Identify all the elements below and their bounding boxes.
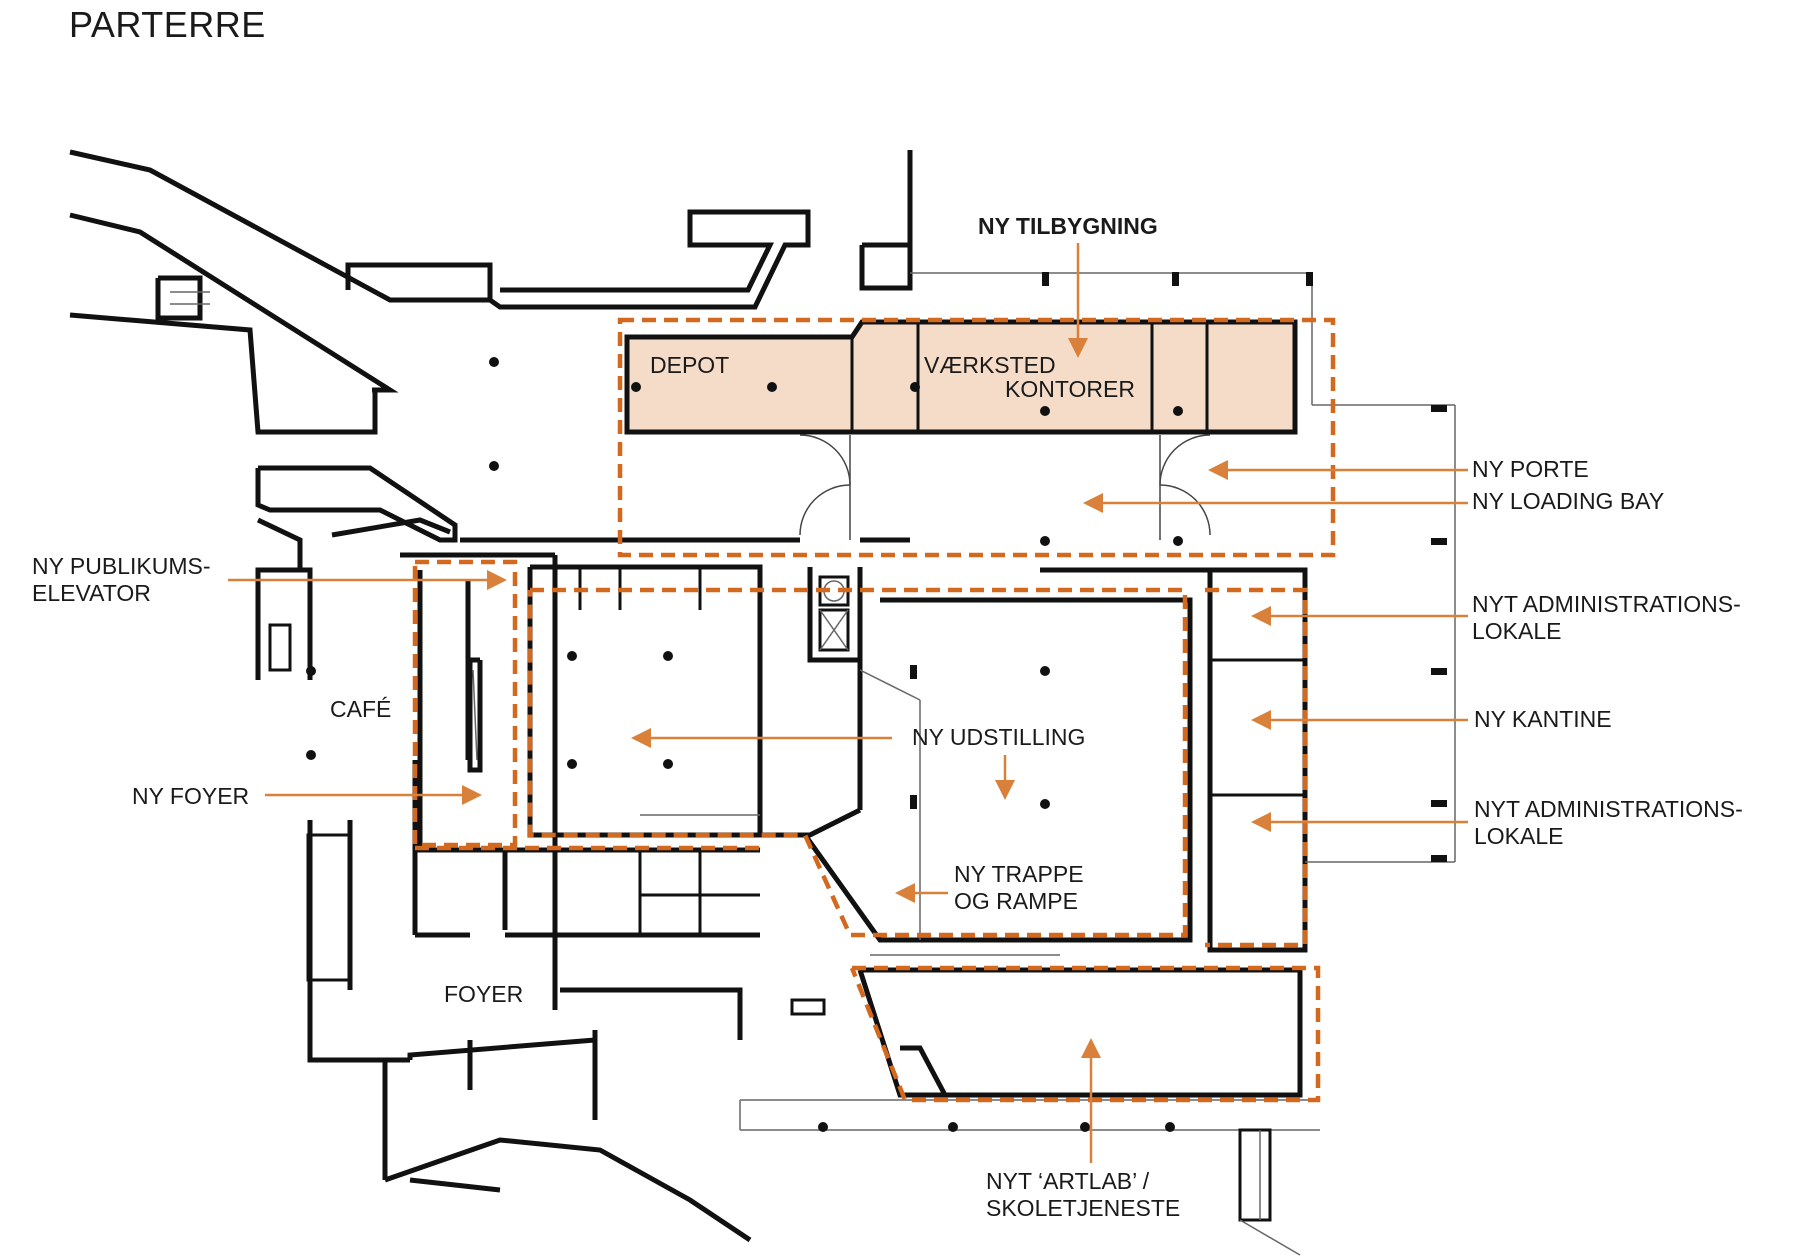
label-depot: DEPOT (650, 352, 729, 378)
label-artlab-line2: SKOLETJENESTE (986, 1195, 1180, 1221)
label-ny-trappe-line2: OG RAMPE (954, 888, 1078, 914)
door-swings (799, 434, 1211, 540)
label-ny-loading-bay: NY LOADING BAY (1472, 488, 1664, 514)
label-ny-foyer: NY FOYER (132, 783, 249, 809)
label-nyt-admin-top-line2: LOKALE (1472, 618, 1562, 644)
label-vaerksted: VÆRKSTED (924, 352, 1056, 378)
label-ny-kantine: NY KANTINE (1474, 706, 1612, 732)
label-ny-udstilling: NY UDSTILLING (912, 724, 1085, 750)
label-cafe: CAFÉ (330, 696, 391, 722)
arrows (228, 243, 1468, 1163)
label-kontorer: KONTORER (1005, 376, 1135, 402)
east-admin (1040, 404, 1456, 953)
label-nyt-admin-bottom-line1: NYT ADMINISTRATIONS- (1474, 796, 1743, 822)
project-outlines (412, 317, 1336, 1103)
label-nyt-admin-top-line1: NYT ADMINISTRATIONS- (1472, 591, 1741, 617)
columns (306, 272, 1447, 1132)
label-foyer: FOYER (444, 981, 523, 1007)
label-ny-porte: NY PORTE (1472, 456, 1589, 482)
northwest-wing (69, 149, 1313, 435)
west-wedge (255, 465, 458, 680)
exhibition-rooms (527, 564, 1193, 943)
label-ny-publikums-line2: ELEVATOR (32, 580, 151, 606)
label-artlab-line1: NYT ‘ARTLAB’ / (986, 1168, 1150, 1194)
label-ny-tilbygning: NY TILBYGNING (978, 213, 1158, 239)
label-nyt-admin-bottom-line2: LOKALE (1474, 823, 1564, 849)
label-ny-trappe-line1: NY TRAPPE (954, 861, 1084, 887)
page-title: PARTERRE (69, 4, 266, 45)
label-ny-publikums-line1: NY PUBLIKUMS- (32, 553, 211, 579)
